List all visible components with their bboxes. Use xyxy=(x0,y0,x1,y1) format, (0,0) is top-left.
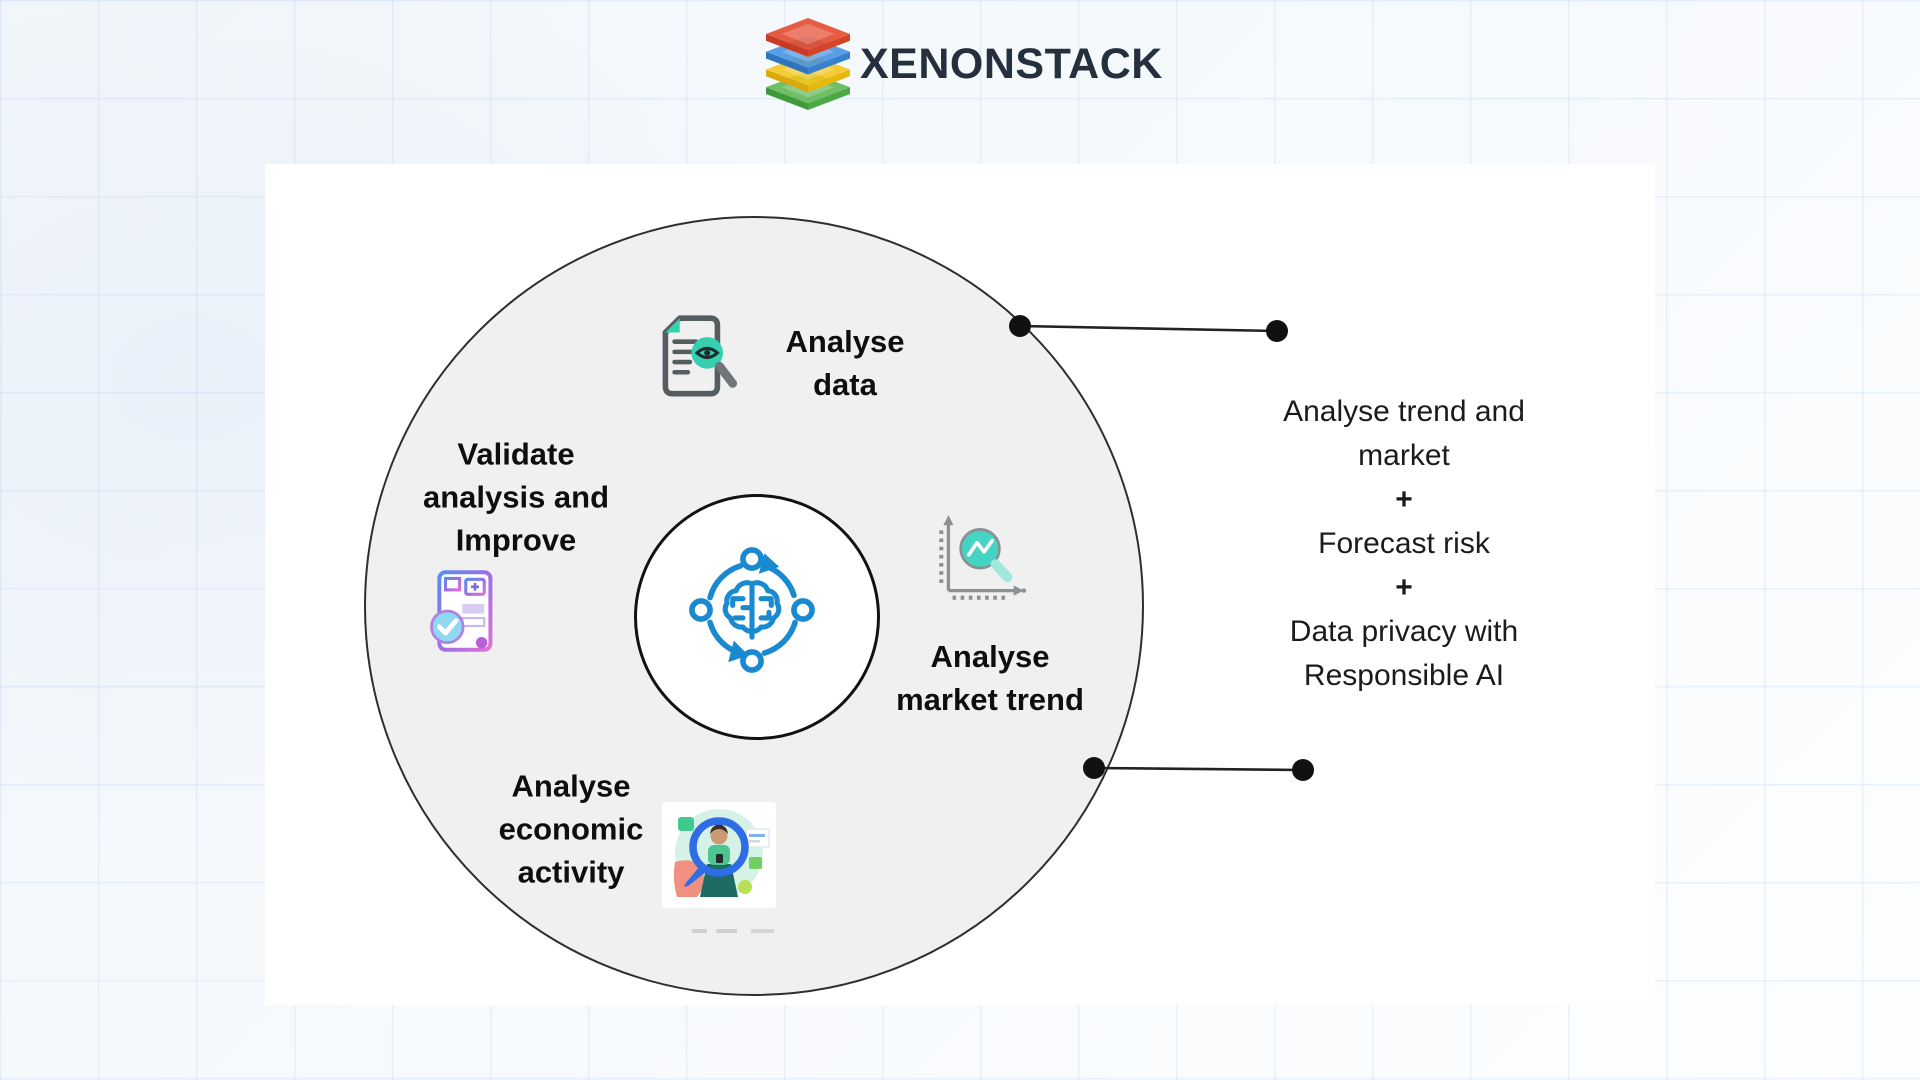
ai-brain-cycle-icon xyxy=(689,547,815,673)
document-eye-magnifier-icon xyxy=(662,315,738,397)
plus-symbol: + xyxy=(1395,483,1413,516)
xenonstack-logo: XENONSTACK xyxy=(766,18,1163,110)
brand-name: XENONSTACK xyxy=(860,39,1163,88)
label-line: Analyse xyxy=(785,324,905,359)
label-line: economic xyxy=(498,811,644,847)
annotation-line: market xyxy=(1358,439,1450,472)
annotation-line: Data privacy with xyxy=(1289,615,1519,648)
label-line: Analyse xyxy=(511,768,631,804)
annotation-line: Analyse trend and xyxy=(1283,395,1525,428)
annotation-line: Forecast risk xyxy=(1318,527,1490,560)
label-line: market trend xyxy=(896,682,1084,717)
annotation-line: Responsible AI xyxy=(1303,659,1505,692)
label-line: Validate xyxy=(457,436,575,472)
axis-chart-magnifier-icon xyxy=(939,515,1027,600)
label-line: activity xyxy=(517,854,625,890)
label-analyse-market-trend: Analyse market trend xyxy=(896,635,1084,721)
validated-report-check-icon xyxy=(430,570,493,652)
plus-symbol: + xyxy=(1395,571,1413,604)
label-analyse-data: Analyse data xyxy=(786,320,905,406)
xenonstack-logo-icon xyxy=(766,18,850,110)
label-line: data xyxy=(813,367,877,402)
label-line: analysis and xyxy=(422,479,610,515)
label-line: Improve xyxy=(455,522,577,558)
label-line: Analyse xyxy=(930,639,1050,674)
annotation-block: Analyse trend and market + Forecast risk… xyxy=(1283,390,1525,698)
person-magnifier-illustration xyxy=(662,802,776,908)
label-validate-analysis: Validate analysis and Improve xyxy=(423,433,609,562)
center-circle xyxy=(634,494,880,740)
label-analyse-economic-activity: Analyse economic activity xyxy=(499,765,644,894)
watermark-smudge xyxy=(692,929,774,933)
